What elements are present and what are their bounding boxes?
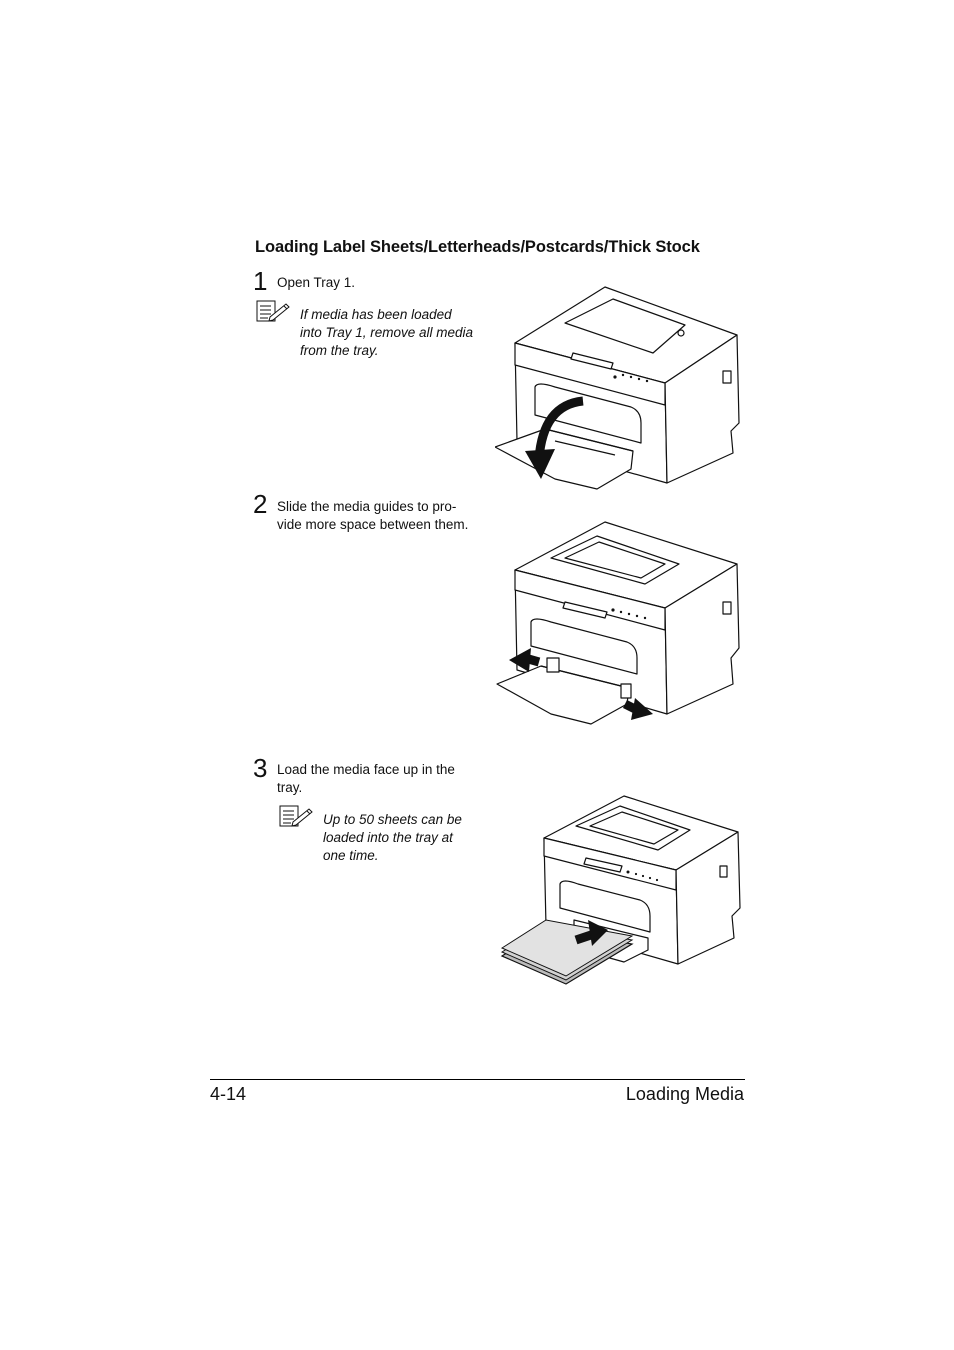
step-2-text: Slide the media guides to pro- vide more…	[277, 498, 468, 534]
section-heading: Loading Label Sheets/Letterheads/Postcar…	[255, 238, 700, 256]
note-pencil-icon	[279, 805, 313, 827]
chapter-title: Loading Media	[625, 1084, 744, 1104]
note-line: one time.	[323, 848, 379, 863]
step-1-text: Open Tray 1.	[277, 274, 355, 292]
printer-media-guides-icon	[496, 521, 740, 725]
step-2-number: 2	[253, 489, 268, 519]
step-3-text-line: Load the media face up in the	[277, 762, 455, 777]
step-1-number: 1	[253, 266, 268, 296]
note-line: into Tray 1, remove all media	[300, 325, 474, 340]
step-3-text-line: tray.	[277, 780, 303, 795]
step-1-note: If media has been loaded into Tray 1, re…	[300, 306, 473, 360]
note-line: loaded into the tray at	[323, 830, 453, 845]
step-3-text: Load the media face up in the tray.	[277, 761, 455, 797]
step-2-text-line: vide more space between them.	[277, 517, 469, 532]
note-pencil-icon	[256, 300, 290, 322]
printer-open-tray-icon	[495, 286, 740, 490]
note-line: from the tray.	[300, 343, 379, 358]
printer-load-media-icon	[500, 795, 741, 985]
note-line: Up to 50 sheets can be	[323, 812, 462, 827]
step-3-note: Up to 50 sheets can be loaded into the t…	[323, 811, 462, 865]
step-3-number: 3	[253, 753, 268, 783]
page-number: 4-14	[210, 1084, 247, 1104]
step-2-text-line: Slide the media guides to pro-	[277, 499, 457, 514]
step-1-text-line: Open Tray 1.	[277, 275, 356, 290]
note-line: If media has been loaded	[300, 307, 452, 322]
footer-divider	[210, 1079, 745, 1080]
